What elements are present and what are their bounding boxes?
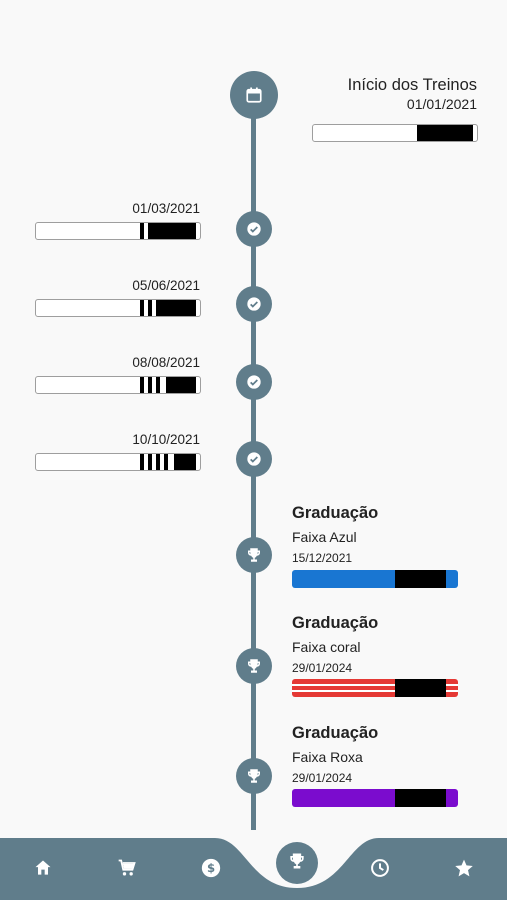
trophy-icon <box>245 767 263 785</box>
belt-tip <box>395 679 446 697</box>
degree-stripe <box>140 377 144 393</box>
degree-stripe <box>140 223 144 239</box>
blue-belt <box>292 570 458 588</box>
coral-belt-line <box>292 684 458 686</box>
degree-stripe <box>148 454 152 470</box>
progress-date: 08/08/2021 <box>132 355 200 370</box>
degree-stripe <box>148 300 152 316</box>
graduation-date: 29/01/2024 <box>292 661 353 675</box>
graduation-title: Graduação <box>292 724 379 742</box>
progress-date: 05/06/2021 <box>132 278 200 293</box>
graduation-date: 15/12/2021 <box>292 551 353 565</box>
start-title: Início dos Treinos <box>347 76 477 94</box>
nav-graduation-button[interactable] <box>276 842 318 884</box>
timeline-node-progress <box>236 364 272 400</box>
white-belt-degree <box>35 222 201 240</box>
belt-tip <box>140 223 196 239</box>
home-icon <box>33 858 53 883</box>
check-circle-icon <box>246 296 262 312</box>
belt-tip <box>395 570 446 588</box>
svg-text:$: $ <box>207 861 215 875</box>
trophy-icon <box>245 546 263 564</box>
nav-finance-button[interactable]: $ <box>191 850 231 890</box>
timeline-node-graduation <box>236 648 272 684</box>
check-circle-icon <box>246 221 262 237</box>
stripe-gap <box>144 223 148 239</box>
degree-stripe <box>164 454 168 470</box>
belt-tip <box>174 454 196 470</box>
graduation-belt-name: Faixa Azul <box>292 529 357 545</box>
belt-tip <box>166 377 196 393</box>
belt-tip <box>395 789 446 807</box>
white-belt-degree <box>35 299 201 317</box>
degree-stripe <box>148 377 152 393</box>
degree-stripe <box>156 377 160 393</box>
white-belt-start <box>312 124 478 142</box>
graduation-belt-name: Faixa Roxa <box>292 749 363 765</box>
navbar-background <box>0 838 507 900</box>
belt-tip <box>417 125 473 141</box>
graduation-title: Graduação <box>292 504 379 522</box>
nav-history-button[interactable] <box>360 850 400 890</box>
check-circle-icon <box>246 451 262 467</box>
check-circle-icon <box>246 374 262 390</box>
nav-home-button[interactable] <box>23 850 63 890</box>
clock-icon <box>370 858 390 883</box>
timeline-node-progress <box>236 441 272 477</box>
timeline-node-graduation <box>236 537 272 573</box>
graduation-title: Graduação <box>292 614 379 632</box>
trophy-icon <box>287 851 307 876</box>
purple-belt <box>292 789 458 807</box>
belt-tip <box>156 300 196 316</box>
degree-stripe <box>156 454 160 470</box>
coral-belt-line <box>292 690 458 692</box>
degree-stripe <box>140 300 144 316</box>
nav-cart-button[interactable] <box>107 850 147 890</box>
timeline-node-progress <box>236 211 272 247</box>
trophy-icon <box>245 657 263 675</box>
nav-favorites-button[interactable] <box>444 850 484 890</box>
calendar-icon <box>245 86 263 104</box>
progress-date: 01/03/2021 <box>132 201 200 216</box>
bottom-navigation: $ <box>0 838 507 900</box>
cart-icon <box>117 858 137 883</box>
graduation-belt-name: Faixa coral <box>292 639 361 655</box>
graduation-date: 29/01/2024 <box>292 771 353 785</box>
degree-stripe <box>140 454 144 470</box>
dollar-icon: $ <box>201 858 221 883</box>
star-icon <box>454 858 474 883</box>
coral-belt <box>292 679 458 697</box>
timeline-node-start <box>230 71 278 119</box>
white-belt-degree <box>35 453 201 471</box>
timeline-node-progress <box>236 286 272 322</box>
start-date: 01/01/2021 <box>406 96 477 112</box>
timeline-node-graduation <box>236 758 272 794</box>
white-belt-degree <box>35 376 201 394</box>
progress-date: 10/10/2021 <box>132 432 200 447</box>
